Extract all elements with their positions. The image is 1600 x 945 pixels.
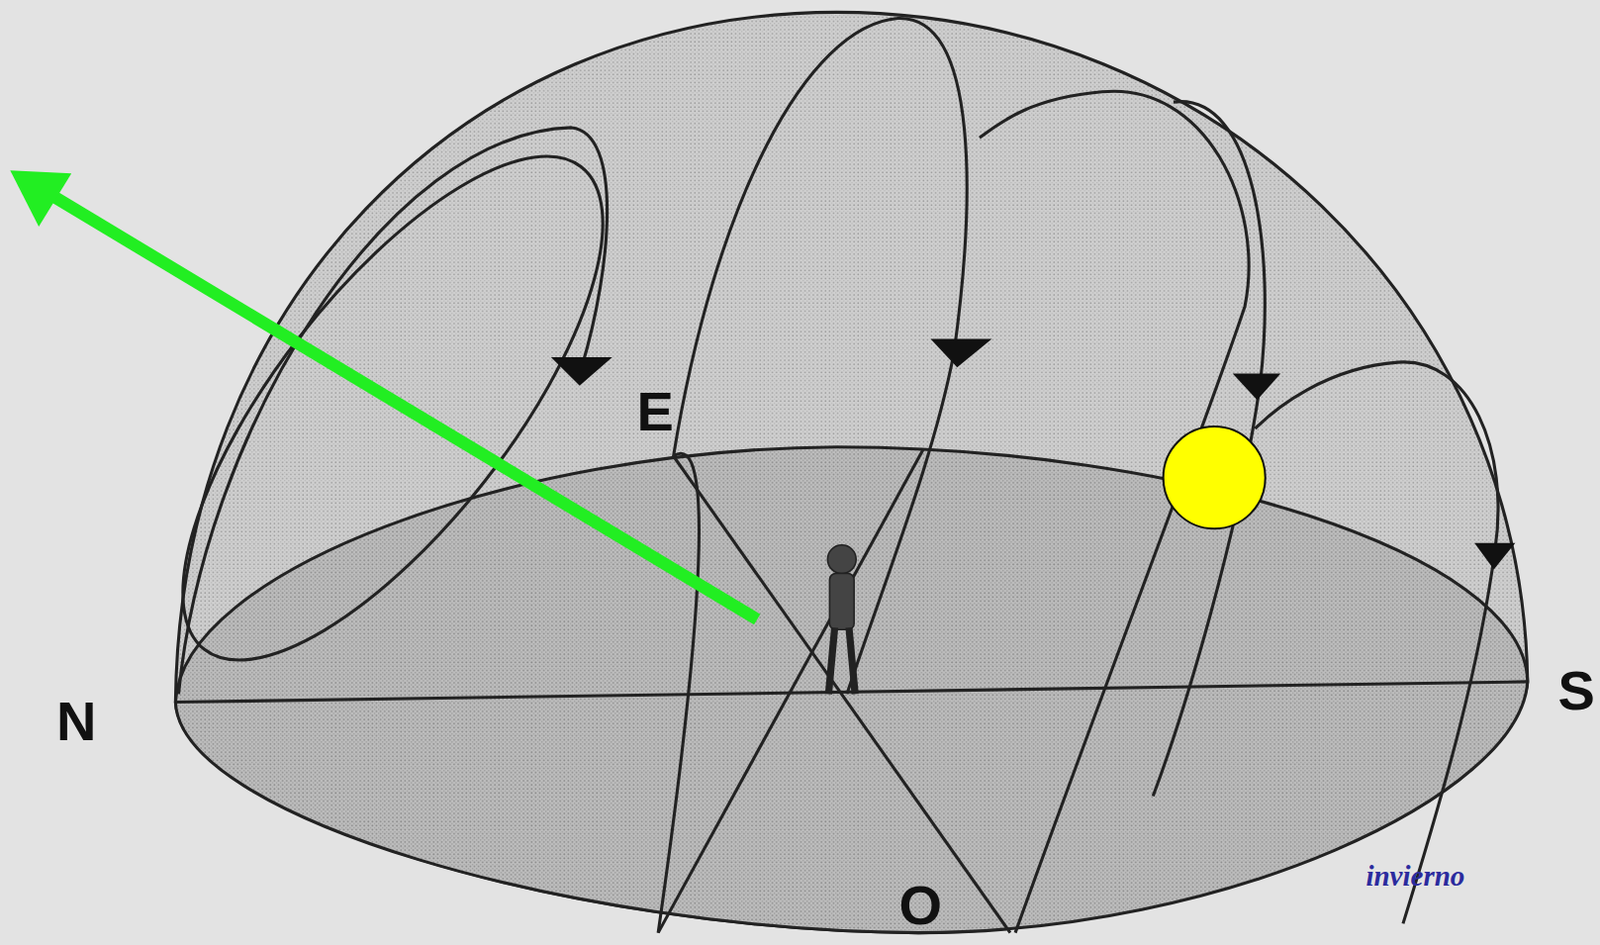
cardinal-east: E — [636, 383, 673, 440]
cardinal-west: O — [898, 877, 942, 934]
cardinal-north: N — [56, 693, 96, 750]
season-label: invierno — [1365, 860, 1465, 890]
cardinal-south: S — [1558, 662, 1596, 719]
